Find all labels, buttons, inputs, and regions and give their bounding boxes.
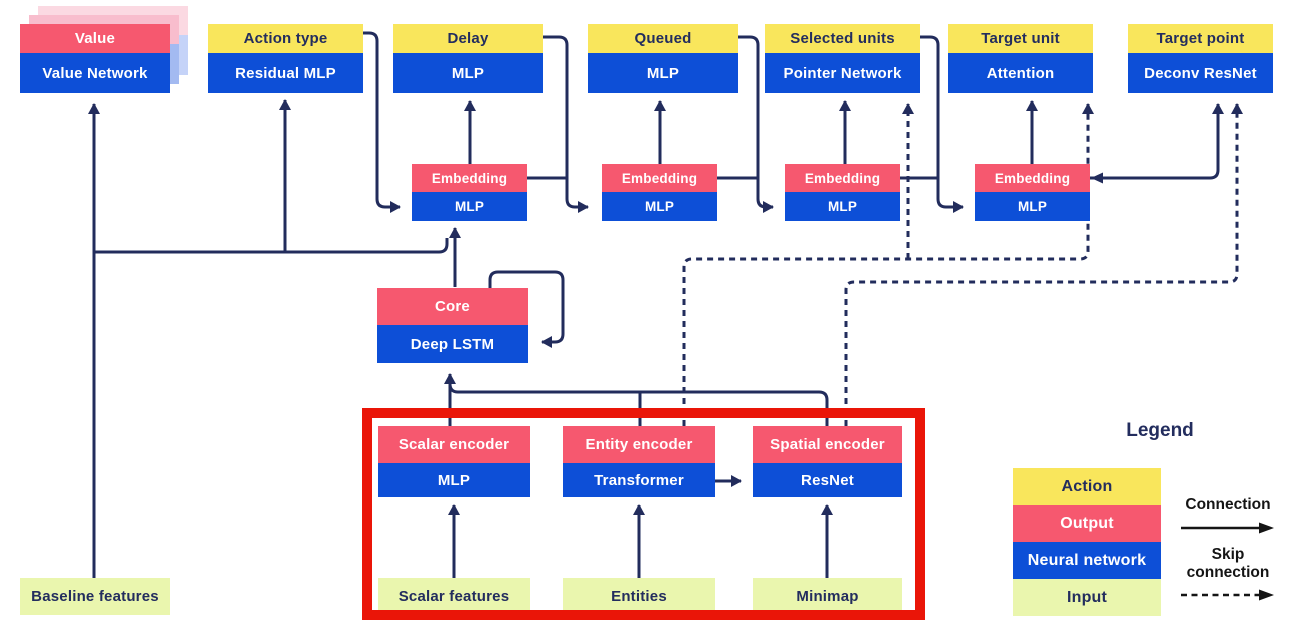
- head-delay: Delay MLP: [393, 24, 543, 93]
- residual-mlp-label: Residual MLP: [208, 53, 363, 93]
- core: Core Deep LSTM: [377, 288, 528, 363]
- wire-encoder-collector: [448, 383, 829, 426]
- wire-delay-to-mlp2: [543, 35, 589, 213]
- wire-core-left-collector: [94, 238, 449, 254]
- wire-core-loop: [488, 270, 565, 348]
- legend-connection-types: Connection Skip connection: [1178, 496, 1278, 613]
- embedding-1: Embedding MLP: [412, 164, 527, 221]
- input-baseline-features: Baseline features: [20, 578, 170, 615]
- head-value: Value Value Network: [20, 24, 170, 93]
- embedding-3-mlp: MLP: [785, 192, 900, 221]
- delay-label: Delay: [393, 24, 543, 53]
- core-label: Core: [377, 288, 528, 325]
- delay-mlp-label: MLP: [393, 53, 543, 93]
- legend-item-input: Input: [1013, 579, 1161, 616]
- spatial-encoder-label: Spatial encoder: [753, 426, 902, 463]
- head-target-unit: Target unit Attention: [948, 24, 1093, 93]
- baseline-features-label: Baseline features: [20, 578, 170, 615]
- minimap-label: Minimap: [753, 578, 902, 615]
- encoder-entity: Entity encoder Transformer: [563, 426, 715, 497]
- legend-item-action: Action: [1013, 468, 1161, 505]
- encoder-spatial: Spatial encoder ResNet: [753, 426, 902, 497]
- legend-item-output: Output: [1013, 505, 1161, 542]
- embedding-2-mlp: MLP: [602, 192, 717, 221]
- skip-spatial-to-deconv: [844, 103, 1243, 426]
- resnet-label: ResNet: [753, 463, 902, 497]
- embedding-2-label: Embedding: [602, 164, 717, 192]
- skip-wires: [682, 103, 1243, 426]
- scalar-features-label: Scalar features: [378, 578, 530, 615]
- embedding-4-label: Embedding: [975, 164, 1090, 192]
- value-network-label: Value Network: [20, 53, 170, 93]
- transformer-label: Transformer: [563, 463, 715, 497]
- scalar-encoder-label: Scalar encoder: [378, 426, 530, 463]
- dashed-arrow-icon: [1181, 589, 1274, 601]
- target-unit-label: Target unit: [948, 24, 1093, 53]
- pointer-network-label: Pointer Network: [765, 53, 920, 93]
- target-point-label: Target point: [1128, 24, 1273, 53]
- skip-entity-to-attention: [682, 103, 1094, 426]
- legend-title: Legend: [1126, 420, 1194, 441]
- embedding-3-label: Embedding: [785, 164, 900, 192]
- legend-skip-connection-label: Skip connection: [1186, 545, 1270, 581]
- wire-queued-to-mlp3: [738, 35, 774, 213]
- head-target-point: Target point Deconv ResNet: [1128, 24, 1273, 93]
- arrowhead-into-embedding4: [1091, 172, 1103, 184]
- head-action-type: Action type Residual MLP: [208, 24, 363, 93]
- queued-label: Queued: [588, 24, 738, 53]
- wire-selunits-to-mlp4: [920, 35, 964, 213]
- embedding-3: Embedding MLP: [785, 164, 900, 221]
- scalar-mlp-label: MLP: [378, 463, 530, 497]
- head-selected-units: Selected units Pointer Network: [765, 24, 920, 93]
- deep-lstm-label: Deep LSTM: [377, 325, 528, 363]
- solid-wires: [88, 31, 1224, 578]
- head-queued: Queued MLP: [588, 24, 738, 93]
- selected-units-label: Selected units: [765, 24, 920, 53]
- embedding-2: Embedding MLP: [602, 164, 717, 221]
- input-minimap: Minimap: [753, 578, 902, 615]
- legend-connection-label: Connection: [1185, 496, 1271, 513]
- embedding-1-label: Embedding: [412, 164, 527, 192]
- input-scalar-features: Scalar features: [378, 578, 530, 615]
- queued-mlp-label: MLP: [588, 53, 738, 93]
- action-type-label: Action type: [208, 24, 363, 53]
- embedding-4-mlp: MLP: [975, 192, 1090, 221]
- attention-label: Attention: [948, 53, 1093, 93]
- solid-arrow-icon: [1181, 522, 1274, 534]
- embedding-1-mlp: MLP: [412, 192, 527, 221]
- wire-embedding4-to-deconv: [1090, 103, 1224, 180]
- encoder-scalar: Scalar encoder MLP: [378, 426, 530, 497]
- input-entities: Entities: [563, 578, 715, 615]
- entity-encoder-label: Entity encoder: [563, 426, 715, 463]
- embedding-4: Embedding MLP: [975, 164, 1090, 221]
- entities-label: Entities: [563, 578, 715, 615]
- deconv-resnet-label: Deconv ResNet: [1128, 53, 1273, 93]
- wire-actiontype-to-mlp1: [363, 31, 401, 213]
- encoder-highlight-frame: [362, 408, 925, 620]
- legend-item-neural-network: Neural network: [1013, 542, 1161, 579]
- value-output-label: Value: [20, 24, 170, 53]
